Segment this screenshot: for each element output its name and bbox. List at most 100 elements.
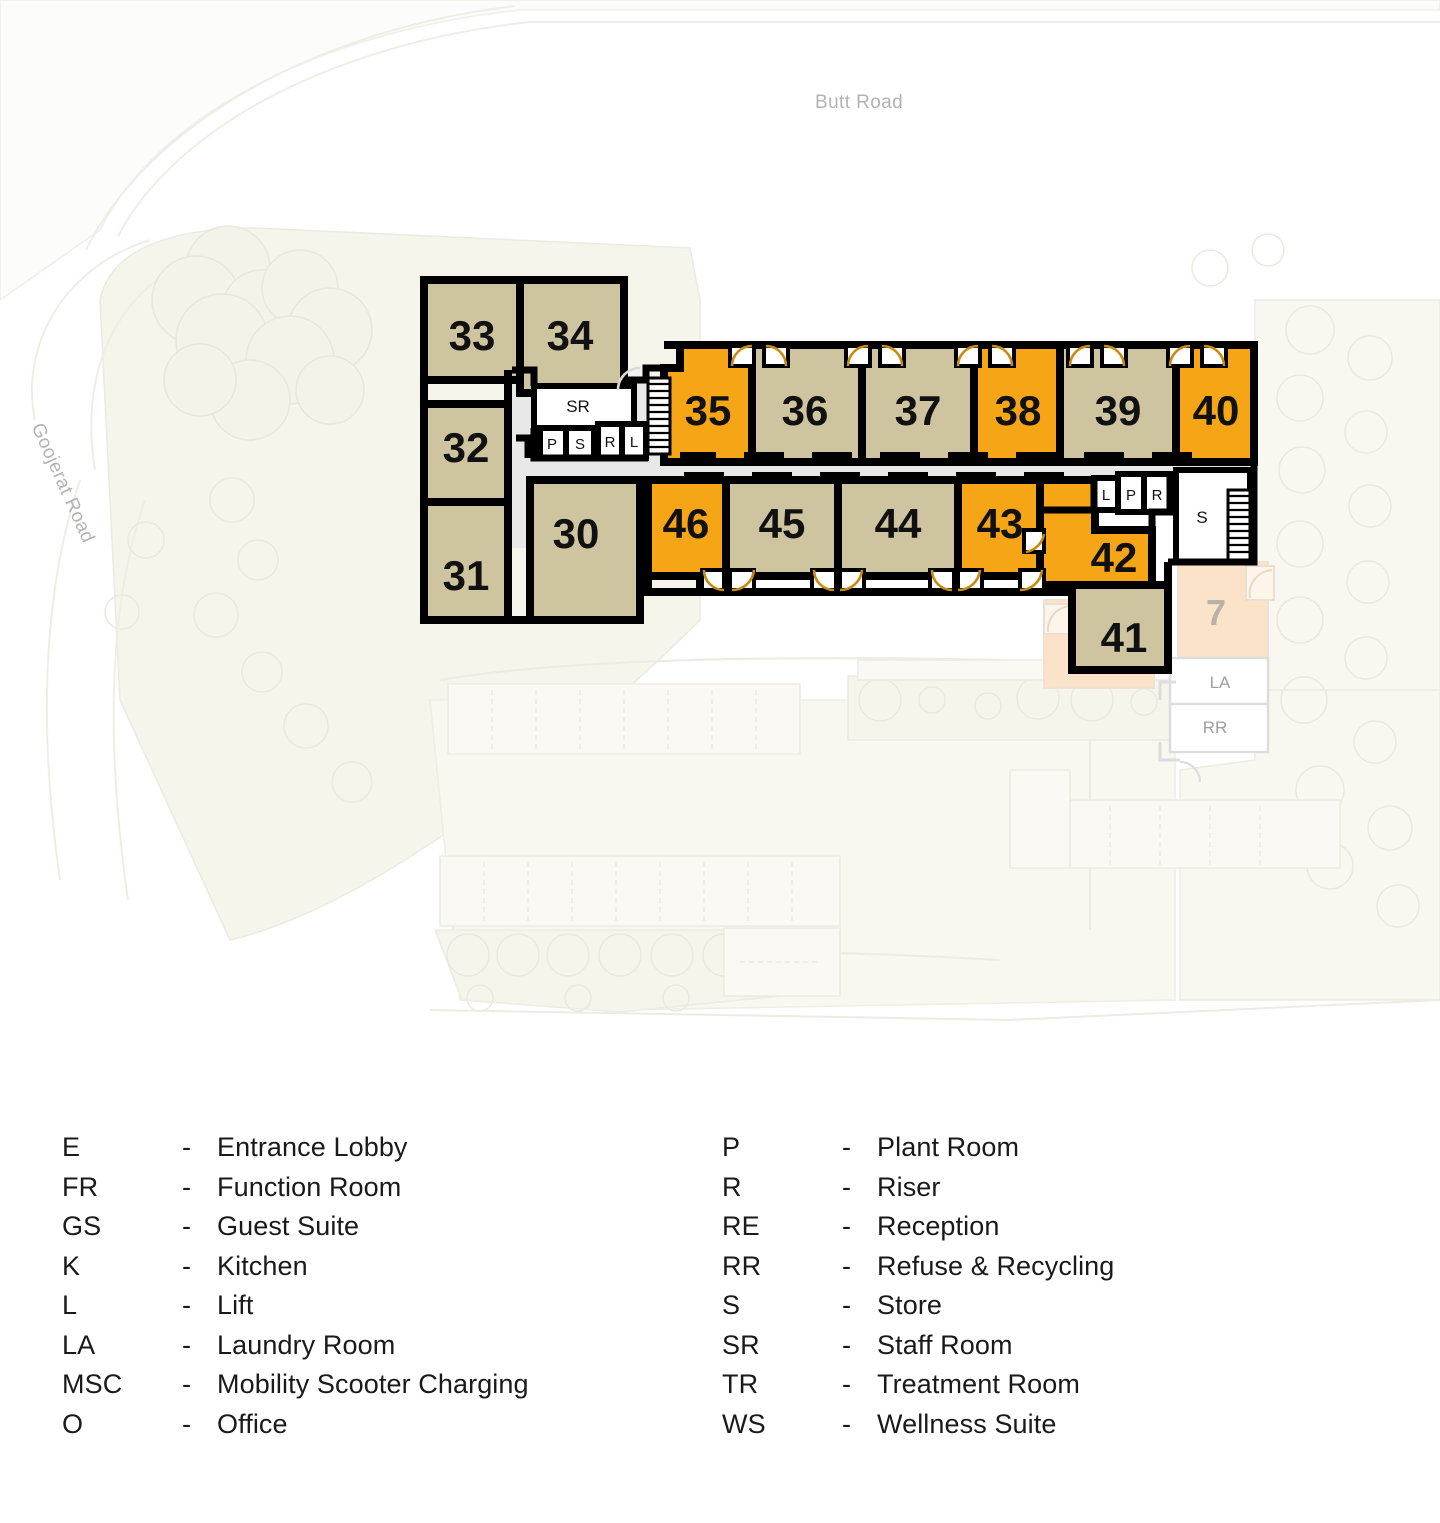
legend-desc: Kitchen: [217, 1250, 308, 1281]
road-label-butt-road: Butt Road: [815, 92, 904, 113]
legend-abbr: RR: [722, 1250, 762, 1281]
room-store-right-label: S: [1196, 508, 1207, 527]
door-group-core-left: [616, 366, 641, 391]
room-riser-right-label: R: [1152, 487, 1163, 504]
legend-dash: -: [182, 1369, 192, 1399]
room-plant-left-label: P: [547, 436, 557, 453]
legend-desc: Entrance Lobby: [217, 1132, 408, 1162]
legend-desc: Reception: [877, 1211, 1000, 1241]
room-45[interactable]: [722, 476, 842, 580]
room-staff-room-label: SR: [566, 397, 590, 416]
faded-room-la-label: LA: [1210, 673, 1231, 692]
faded-room-la-fill: [1168, 656, 1270, 706]
room-38-label: 38: [995, 387, 1042, 434]
legend-column-right: P - Plant Room R - Riser RE - Reception …: [722, 1132, 1114, 1448]
goojerat-road-edge-c: [45, 479, 81, 881]
legend-desc: Function Room: [217, 1171, 402, 1202]
stair-left: [646, 376, 672, 456]
legend-item-laundry-room: LA - Laundry Room: [62, 1330, 529, 1370]
door-arc-42-side: [1025, 533, 1046, 554]
core-walls-left: [512, 364, 664, 462]
legend-column-left: E - Entrance Lobby FR - Function Room GS…: [62, 1132, 529, 1448]
room-30-label: 30: [553, 510, 600, 557]
legend-dash: -: [842, 1369, 852, 1399]
goojerat-road-edge-a: [30, 239, 151, 421]
room-36-label: 36: [782, 387, 829, 434]
legend-desc: Refuse & Recycling: [877, 1250, 1115, 1281]
legend-desc: Office: [217, 1408, 288, 1439]
legend-item-refuse-recycling: RR - Refuse & Recycling: [722, 1251, 1114, 1291]
road-edge-top-2: [85, 5, 516, 251]
legend-dash: -: [182, 1408, 192, 1439]
room-31-label: 31: [443, 552, 490, 599]
faded-room-7-entry: [1245, 565, 1275, 601]
legend-item-guest-suite: GS - Guest Suite: [62, 1211, 529, 1251]
room-riser-left-label: R: [605, 434, 616, 451]
legend-dash: -: [842, 1290, 852, 1320]
legend-abbr: E: [62, 1132, 81, 1162]
road-edge-top: [117, 21, 1440, 237]
goojerat-road-edge-d: [112, 499, 146, 901]
legend-abbr: RE: [722, 1211, 760, 1241]
faded-wall-stub-rr: [1158, 742, 1180, 762]
legend-dash: -: [182, 1171, 192, 1202]
faded-door-arc-rr: [1179, 761, 1201, 783]
site-floor-plan: 7 LA RR: [0, 0, 1440, 1022]
tree-outline-group-right: [1191, 233, 1420, 928]
legend-abbr: R: [722, 1171, 742, 1202]
room-33-label: 33: [449, 312, 496, 359]
faded-door-arc-lower-left: [1046, 605, 1071, 633]
faded-door-arc-7: [1248, 569, 1273, 599]
legend-desc: Store: [877, 1290, 943, 1320]
legend-item-mobility-scooter-charging: MSC - Mobility Scooter Charging: [62, 1369, 529, 1409]
stair-right: [1226, 488, 1252, 564]
legend-abbr: L: [62, 1290, 78, 1320]
legend-item-entrance-lobby: E - Entrance Lobby: [62, 1132, 529, 1172]
legend-item-staff-room: SR - Staff Room: [722, 1330, 1114, 1370]
legend-abbr: FR: [62, 1171, 99, 1202]
room-43-label: 43: [977, 500, 1024, 547]
floor-plan-svg: 7 LA RR: [0, 0, 1440, 1022]
room-37-label: 37: [895, 387, 942, 434]
room-41-label: 41: [1101, 614, 1148, 661]
legend-dash: -: [182, 1132, 192, 1162]
core-walls-right: [1040, 462, 1258, 566]
legend-item-treatment-room: TR - Treatment Room: [722, 1369, 1114, 1409]
legend-item-store: S - Store: [722, 1290, 1114, 1330]
door-group-top: [728, 344, 1228, 368]
legend-abbr: O: [62, 1408, 84, 1439]
room-40-label: 40: [1193, 387, 1240, 434]
legend-abbr: MSC: [62, 1369, 123, 1399]
room-35-label: 35: [685, 387, 732, 434]
legend-dash: -: [842, 1329, 852, 1360]
faded-room-rr-fill: [1168, 702, 1270, 754]
room-39-label: 39: [1095, 387, 1142, 434]
legend-desc: Guest Suite: [217, 1211, 360, 1241]
legend-dash: -: [842, 1171, 852, 1202]
door-arc-group-top: [730, 344, 1226, 367]
faded-room-7-label: 7: [1206, 592, 1226, 633]
legend-dash: -: [182, 1211, 192, 1241]
legend-dash: -: [842, 1132, 852, 1162]
room-plant-right-label: P: [1126, 487, 1136, 504]
door-group-bottom: [700, 528, 1046, 592]
room-store-left-label: S: [575, 436, 585, 453]
legend-item-office: O - Office: [62, 1409, 529, 1449]
legend-abbr: TR: [722, 1369, 759, 1399]
legend-desc: Treatment Room: [877, 1369, 1080, 1399]
faded-room-rr-label: RR: [1203, 718, 1228, 737]
legend-desc: Lift: [217, 1290, 254, 1320]
legend-item-reception: RE - Reception: [722, 1211, 1114, 1251]
room-plant-right[interactable]: [1115, 471, 1147, 515]
legend-item-wellness-suite: WS - Wellness Suite: [722, 1409, 1114, 1449]
service-core-right: L P R S: [1040, 462, 1258, 566]
door-arc-group-bottom: [702, 569, 1044, 592]
legend-desc: Staff Room: [877, 1329, 1013, 1360]
legend-item-kitchen: K - Kitchen: [62, 1251, 529, 1291]
legend-dash: -: [182, 1250, 192, 1281]
legend-desc: Wellness Suite: [877, 1408, 1057, 1439]
room-34-label: 34: [547, 312, 594, 359]
legend-desc: Plant Room: [877, 1132, 1020, 1162]
tree-canopy-group: [151, 225, 373, 441]
